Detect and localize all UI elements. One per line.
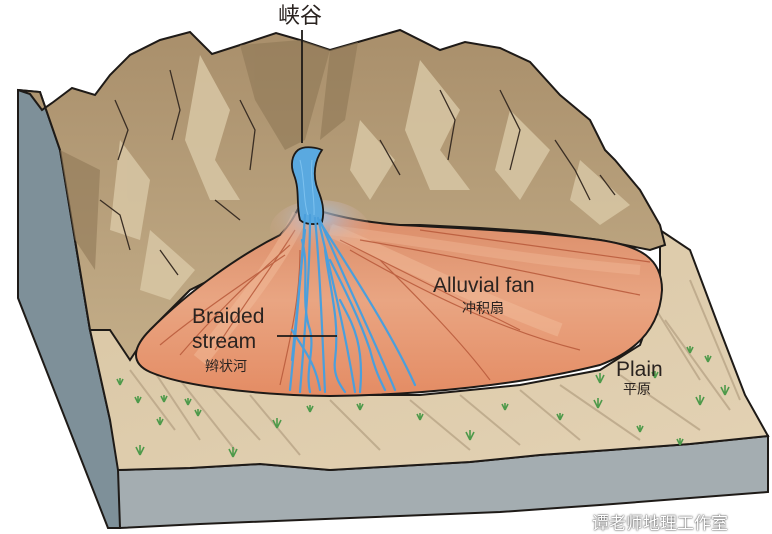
braided-stream-label-zh: 辫状河: [205, 359, 247, 375]
mountain-range: [17, 28, 667, 362]
wechat-icon: [557, 511, 584, 531]
grass-tufts: [116, 346, 730, 458]
braided-stream-water: [288, 146, 417, 394]
braided-stream-label-line1: Braided: [192, 305, 265, 328]
watermark: 谭老师地理工作室: [556, 509, 728, 534]
plain-label-zh: 平原: [623, 382, 651, 398]
braided-stream-label-line2: stream: [192, 330, 257, 353]
canyon-label: 峡谷: [278, 4, 323, 29]
plain-label: Plain: [616, 358, 663, 381]
plain-surface: [74, 228, 770, 472]
alluvial-fan-label: Alluvial fan: [433, 274, 535, 297]
alluvial-fan-label-zh: 冲积扇: [462, 301, 504, 317]
watermark-text: 谭老师地理工作室: [592, 514, 728, 534]
alluvial-fan: [135, 200, 664, 398]
